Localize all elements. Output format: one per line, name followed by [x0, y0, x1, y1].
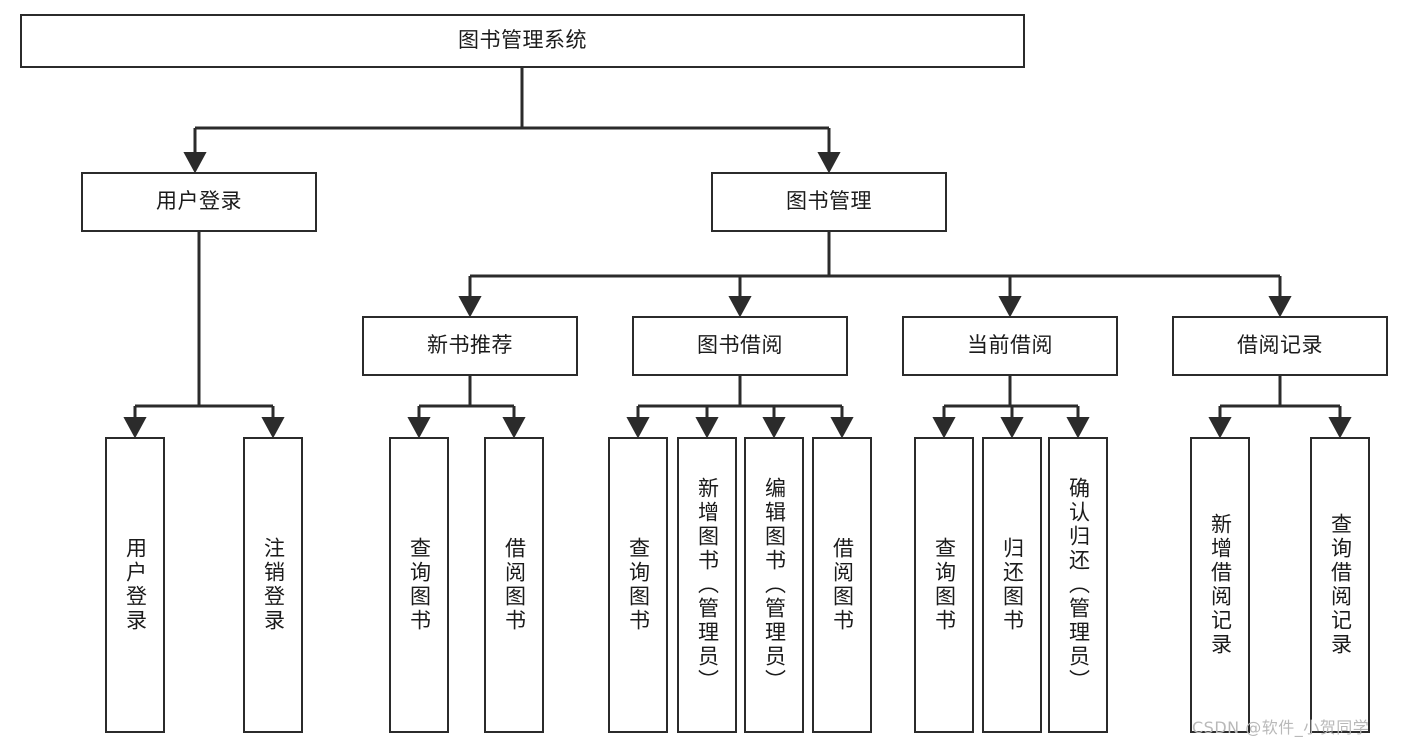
- edge-borrow-record-bus: [1220, 376, 1340, 408]
- node-borrow-record[interactable]: 借阅记录: [1172, 316, 1388, 376]
- edge-book-borrow-bus: [638, 376, 842, 408]
- node-leaf-add-borrow-record[interactable]: 新增借阅记录: [1190, 437, 1250, 733]
- node-leaf-return-book[interactable]: 归还图书: [982, 437, 1042, 733]
- node-user-login[interactable]: 用户登录: [81, 172, 317, 232]
- node-book-borrow[interactable]: 图书借阅: [632, 316, 848, 376]
- node-leaf-borrow-book-1[interactable]: 借阅图书: [484, 437, 544, 733]
- node-book-borrow-label: 图书借阅: [697, 333, 783, 358]
- node-leaf-user-login-label: 用户登录: [123, 537, 148, 633]
- node-leaf-query-book-1[interactable]: 查询图书: [389, 437, 449, 733]
- edge-current-borrow-bus: [944, 376, 1078, 408]
- node-leaf-borrow-book-1-label: 借阅图书: [502, 537, 527, 633]
- node-leaf-query-book-1-label: 查询图书: [407, 537, 432, 633]
- node-book-management-label: 图书管理: [786, 189, 872, 214]
- node-borrow-record-label: 借阅记录: [1237, 333, 1323, 358]
- node-new-book-recommend[interactable]: 新书推荐: [362, 316, 578, 376]
- node-leaf-borrow-book-2-label: 借阅图书: [830, 537, 855, 633]
- node-current-borrow-label: 当前借阅: [967, 333, 1053, 358]
- node-book-management[interactable]: 图书管理: [711, 172, 947, 232]
- node-leaf-query-book-3-label: 查询图书: [932, 537, 957, 633]
- node-leaf-user-login[interactable]: 用户登录: [105, 437, 165, 733]
- node-leaf-add-book-label: 新增图书（管理员）: [695, 477, 720, 693]
- edge-user-login-bus: [135, 232, 273, 408]
- node-current-borrow[interactable]: 当前借阅: [902, 316, 1118, 376]
- node-root-label: 图书管理系统: [458, 28, 587, 53]
- node-leaf-edit-book[interactable]: 编辑图书（管理员）: [744, 437, 804, 733]
- node-leaf-confirm-return[interactable]: 确认归还（管理员）: [1048, 437, 1108, 733]
- edge-new-book-rec-bus: [419, 376, 514, 408]
- node-leaf-return-book-label: 归还图书: [1000, 537, 1025, 633]
- node-leaf-add-book[interactable]: 新增图书（管理员）: [677, 437, 737, 733]
- node-leaf-query-book-2[interactable]: 查询图书: [608, 437, 668, 733]
- node-leaf-query-book-2-label: 查询图书: [626, 537, 651, 633]
- node-leaf-query-borrow-record-label: 查询借阅记录: [1328, 513, 1353, 657]
- edge-book-mgmt-bus: [470, 232, 1280, 278]
- node-leaf-confirm-return-label: 确认归还（管理员）: [1066, 477, 1091, 693]
- node-leaf-query-book-3[interactable]: 查询图书: [914, 437, 974, 733]
- node-new-book-recommend-label: 新书推荐: [427, 333, 513, 358]
- node-leaf-borrow-book-2[interactable]: 借阅图书: [812, 437, 872, 733]
- node-leaf-edit-book-label: 编辑图书（管理员）: [762, 477, 787, 693]
- node-leaf-user-logout-label: 注销登录: [261, 537, 286, 633]
- node-user-login-label: 用户登录: [156, 189, 242, 214]
- node-leaf-user-logout[interactable]: 注销登录: [243, 437, 303, 733]
- node-leaf-add-borrow-record-label: 新增借阅记录: [1208, 513, 1233, 657]
- node-root[interactable]: 图书管理系统: [20, 14, 1025, 68]
- node-leaf-query-borrow-record[interactable]: 查询借阅记录: [1310, 437, 1370, 733]
- edge-root-bus: [195, 68, 829, 130]
